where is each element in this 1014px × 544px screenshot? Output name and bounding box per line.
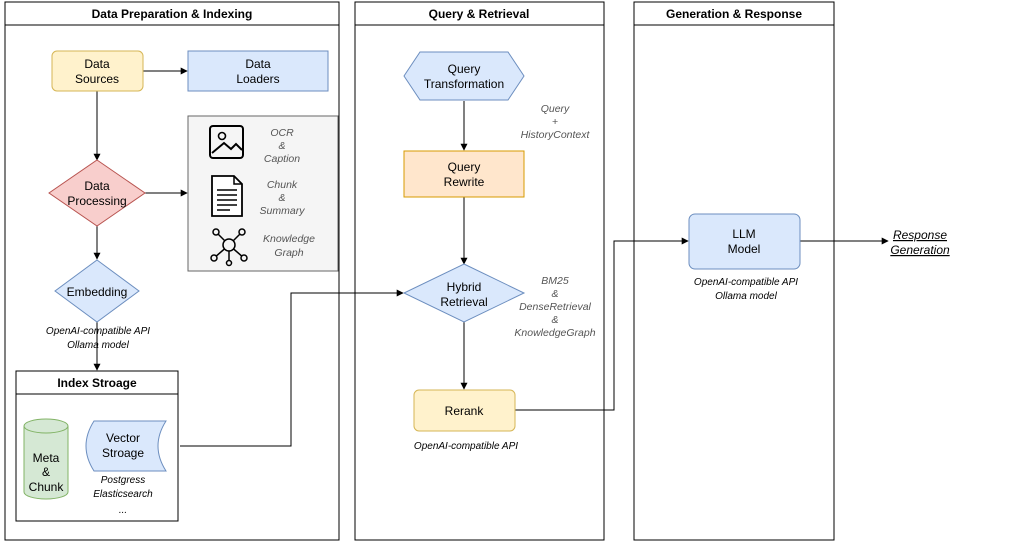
svg-text:Response: Response <box>893 228 947 242</box>
svg-text:Data: Data <box>245 57 271 71</box>
vector-note-elasticsearch: Elasticsearch <box>93 489 153 500</box>
hybrid-note-kg: KnowledgeGraph <box>514 327 595 339</box>
edge-vector-hybrid <box>180 289 404 447</box>
svg-text:Transformation: Transformation <box>424 77 504 91</box>
svg-text:&: & <box>42 465 50 479</box>
svg-text:&: & <box>278 192 285 204</box>
svg-text:Stroage: Stroage <box>102 446 144 460</box>
lane-generation-response: Generation & Response <box>633 1 835 541</box>
lane-title-gen: Generation & Response <box>666 7 802 21</box>
svg-text:Processing: Processing <box>67 194 126 208</box>
processing-outputs-box: OCR & Caption Chunk & Summary <box>187 115 339 272</box>
node-query-rewrite[interactable]: Query Rewrite <box>403 150 525 198</box>
node-query-transformation[interactable]: Query Transformation <box>403 51 525 101</box>
hybrid-note-amp2: & <box>551 314 558 326</box>
lane-title-query: Query & Retrieval <box>429 7 530 21</box>
svg-text:Loaders: Loaders <box>236 72 279 86</box>
label-ocr: OCR <box>270 127 294 139</box>
knowledge-graph-icon <box>210 228 248 267</box>
hybrid-note-dense: DenseRetrieval <box>519 301 591 313</box>
llm-note-api: OpenAI-compatible API <box>694 277 798 288</box>
node-rerank[interactable]: Rerank <box>413 389 516 432</box>
hybrid-note-amp1: & <box>551 288 558 300</box>
node-llm-model[interactable]: LLM Model <box>688 213 801 270</box>
svg-text:Embedding: Embedding <box>67 285 128 299</box>
label-chunk: Chunk <box>267 179 298 191</box>
svg-text:Chunk: Chunk <box>29 480 65 494</box>
svg-text:Summary: Summary <box>260 205 306 217</box>
response-generation[interactable]: Response Generation <box>890 228 950 257</box>
svg-text:Generation: Generation <box>890 243 950 257</box>
svg-text:Rerank: Rerank <box>445 404 485 418</box>
svg-text:Data: Data <box>84 179 110 193</box>
node-meta-chunk[interactable]: Meta & Chunk <box>23 418 69 500</box>
svg-text:Hybrid: Hybrid <box>447 280 482 294</box>
node-data-loaders[interactable]: Data Loaders <box>187 50 329 92</box>
edge-rerank-llm <box>515 237 689 411</box>
svg-text:Vector: Vector <box>106 431 140 445</box>
svg-text:Retrieval: Retrieval <box>440 295 487 309</box>
node-vector-storage[interactable]: Vector Stroage <box>85 420 167 472</box>
embedding-note-api: OpenAI-compatible API <box>46 326 150 337</box>
label-knowledge-graph: Knowledge <box>263 233 315 245</box>
svg-text:Meta: Meta <box>33 451 60 465</box>
svg-text:LLM: LLM <box>732 227 755 241</box>
svg-text:Query: Query <box>448 62 481 76</box>
rerank-note: OpenAI-compatible API <box>414 441 518 452</box>
node-data-processing[interactable]: Data Processing <box>48 159 146 227</box>
lane-title-prep: Data Preparation & Indexing <box>92 7 253 21</box>
llm-note-model: Ollama model <box>715 291 777 302</box>
image-icon <box>209 125 244 159</box>
svg-text:Data: Data <box>84 57 110 71</box>
node-data-sources[interactable]: Data Sources <box>51 50 144 92</box>
svg-text:Sources: Sources <box>75 72 119 86</box>
vector-note-postgress: Postgress <box>101 475 145 486</box>
node-hybrid-retrieval[interactable]: Hybrid Retrieval <box>402 263 526 323</box>
svg-text:&: & <box>278 140 285 152</box>
transformation-note-query: Query <box>541 103 570 115</box>
transformation-note-history: HistoryContext <box>521 129 591 141</box>
embedding-note-model: Ollama model <box>67 340 129 351</box>
svg-text:Query: Query <box>448 160 481 174</box>
edges <box>93 67 889 447</box>
vector-note-more: ... <box>119 505 127 516</box>
index-storage-title: Index Stroage <box>57 376 137 390</box>
hybrid-note-bm25: BM25 <box>541 275 569 287</box>
svg-text:Caption: Caption <box>264 153 300 165</box>
svg-text:Graph: Graph <box>274 247 303 259</box>
node-embedding[interactable]: Embedding <box>54 259 140 323</box>
svg-text:Rewrite: Rewrite <box>444 175 485 189</box>
svg-text:Model: Model <box>728 242 761 256</box>
document-icon <box>211 175 243 217</box>
transformation-note-plus: + <box>552 116 558 128</box>
